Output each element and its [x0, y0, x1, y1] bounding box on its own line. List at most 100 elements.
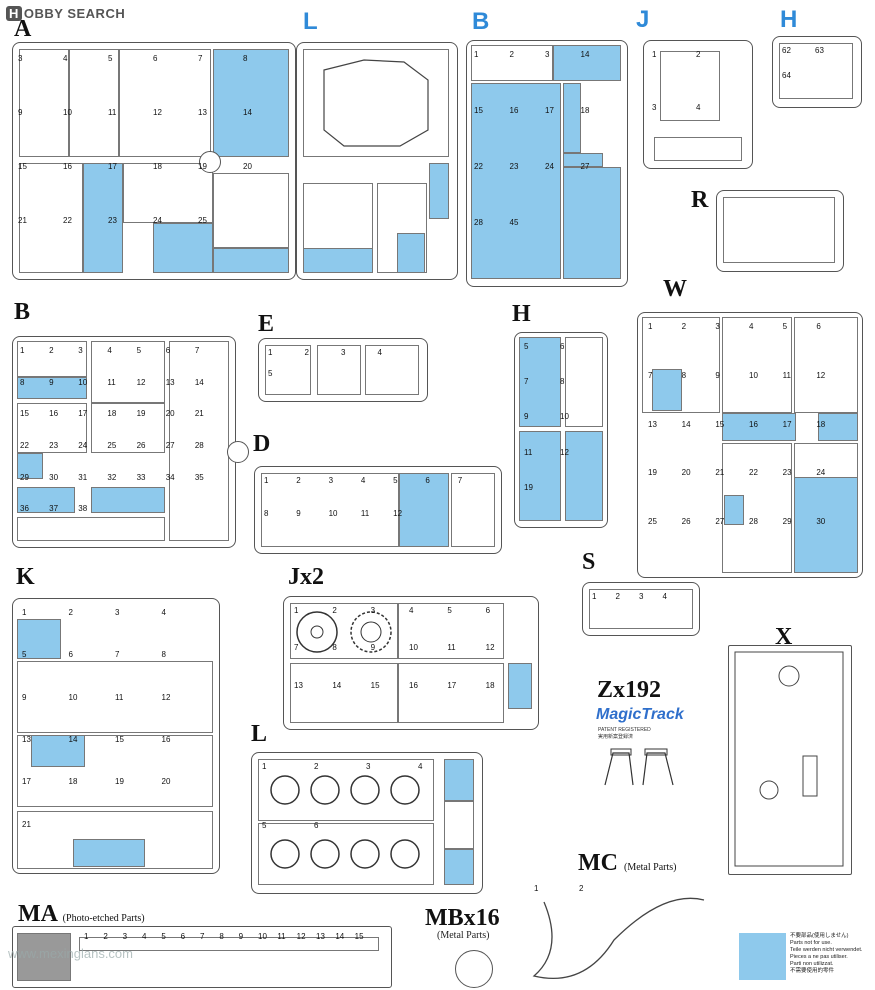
part-number-b-9: 9: [49, 377, 54, 387]
part-number-ma-9: 9: [238, 932, 244, 941]
part-number-b-8: 8: [20, 377, 25, 387]
part-b-14-16: [563, 83, 581, 153]
part-b-1-2: [471, 45, 553, 81]
part-number-h-8: 8: [560, 377, 565, 387]
part-number-ma-15: 15: [354, 932, 364, 941]
part-number-b-16: 16: [49, 409, 59, 419]
part-number-b_top-15: 15: [474, 106, 483, 115]
sheet-label-b: B: [14, 299, 31, 325]
part-number-b-24: 24: [78, 441, 88, 450]
part-l-3: [444, 759, 474, 801]
part-number-e-5: 5: [268, 369, 273, 378]
part-number-jx2-8: 8: [332, 643, 337, 653]
part-number-a-6: 6: [153, 54, 158, 63]
part-w-6-10: [794, 317, 858, 413]
part-d-1-6: [261, 473, 399, 547]
part-number-w-21: 21: [715, 468, 725, 478]
part-b-8-9: [91, 341, 165, 403]
roadwheels-top-shape: [270, 775, 420, 805]
part-number-b-10: 10: [78, 377, 88, 387]
part-number-h-11: 11: [524, 447, 533, 457]
part-number-b-12: 12: [136, 377, 146, 387]
part-number-b-11: 11: [107, 377, 116, 387]
part-number-w-20: 20: [681, 468, 691, 478]
part-number-d-4: 4: [360, 476, 366, 485]
part-number-b-1: 1: [20, 346, 25, 355]
part-l-24: [397, 233, 425, 273]
part-number-ma-10: 10: [258, 932, 267, 941]
part-number-w-23: 23: [782, 468, 792, 478]
part-e-4-5: [365, 345, 419, 395]
sprue-j: [643, 40, 753, 169]
part-number-a-3: 3: [18, 54, 23, 63]
part-number-a-16: 16: [63, 162, 72, 171]
part-number-k-13: 13: [22, 735, 31, 744]
part-number-jx2-17: 17: [447, 680, 457, 690]
part-number-b-28: 28: [194, 441, 204, 450]
part-w-25-26: [722, 413, 796, 441]
part-number-k-8: 8: [161, 650, 166, 660]
part-number-ma-13: 13: [316, 932, 325, 941]
part-number-b_top-45: 45: [509, 218, 519, 227]
part-b-29-31: [91, 487, 165, 513]
part-number-w-29: 29: [782, 517, 792, 527]
part-number-b_top-28: 28: [474, 218, 483, 227]
sprue-r: [716, 190, 844, 272]
part-a-10: [19, 163, 83, 273]
metal-ring-mb: [455, 950, 493, 988]
part-number-d-9: 9: [296, 509, 301, 518]
sheet-label-e: E: [258, 311, 275, 337]
part-number-k-6: 6: [68, 650, 73, 660]
part-a-11-13: [83, 163, 123, 273]
part-number-ma-5: 5: [161, 932, 166, 941]
part-number-l-5: 5: [262, 821, 267, 830]
part-number-k-21: 21: [22, 819, 31, 829]
part-number-b-33: 33: [136, 472, 146, 482]
part-number-h-9: 9: [524, 412, 529, 422]
sheet-label-ma: MA (Photo-etched Parts): [18, 901, 145, 927]
part-number-h_top-64: 64: [782, 71, 791, 80]
part-number-b-27: 27: [165, 441, 175, 450]
part-number-w-24: 24: [816, 468, 826, 478]
part-number-b_top-22: 22: [474, 162, 483, 171]
part-number-h_top-62: 62: [782, 46, 791, 55]
part-number-s-4: 4: [662, 592, 667, 601]
part-number-k-7: 7: [115, 650, 120, 660]
part-b-22-28: [563, 167, 621, 279]
part-number-w-27: 27: [715, 517, 725, 527]
part-a-5: [119, 49, 211, 157]
part-number-mc-1: 1: [534, 884, 539, 893]
part-number-k-17: 17: [22, 777, 31, 787]
part-l-19: [303, 248, 373, 273]
part-number-k-15: 15: [115, 735, 124, 744]
part-k-11-16: [17, 735, 213, 807]
part-b-32-36: [17, 517, 165, 541]
part-b-5-7: [17, 377, 87, 399]
part-number-h-10: 10: [560, 412, 569, 422]
part-l-1-roadwheels: [258, 759, 434, 821]
part-number-w-6: 6: [816, 322, 821, 331]
part-number-jx2-10: 10: [409, 643, 418, 653]
part-number-b-38: 38: [78, 504, 88, 514]
metal-wire-shape: [532, 897, 705, 980]
unused-parts-legend: 不要部品(使用しません) Parts not for use. Teile we…: [790, 933, 863, 974]
sprue-jx2: [283, 596, 539, 730]
part-h-10-12: [565, 431, 603, 521]
part-a-6-8: [213, 49, 289, 157]
roadwheels-bottom-shape: [270, 839, 420, 869]
part-number-a-11: 11: [108, 108, 117, 117]
part-number-w-30: 30: [816, 517, 826, 527]
part-b-26-28: [17, 487, 75, 513]
part-number-b-19: 19: [136, 409, 146, 419]
part-number-jx2-13: 13: [294, 680, 303, 690]
sprue-h-top: [772, 36, 862, 108]
sheet-label-h-top: H: [780, 6, 798, 33]
part-number-k-2: 2: [68, 608, 73, 617]
sheet-label-zx192: Zx192: [597, 677, 662, 703]
sprue-b-top: [466, 40, 628, 287]
part-jx2-3-16: [398, 603, 504, 659]
part-number-k-16: 16: [161, 735, 171, 744]
part-number-ma-1: 1: [84, 932, 89, 941]
sprue-h: [514, 332, 608, 528]
